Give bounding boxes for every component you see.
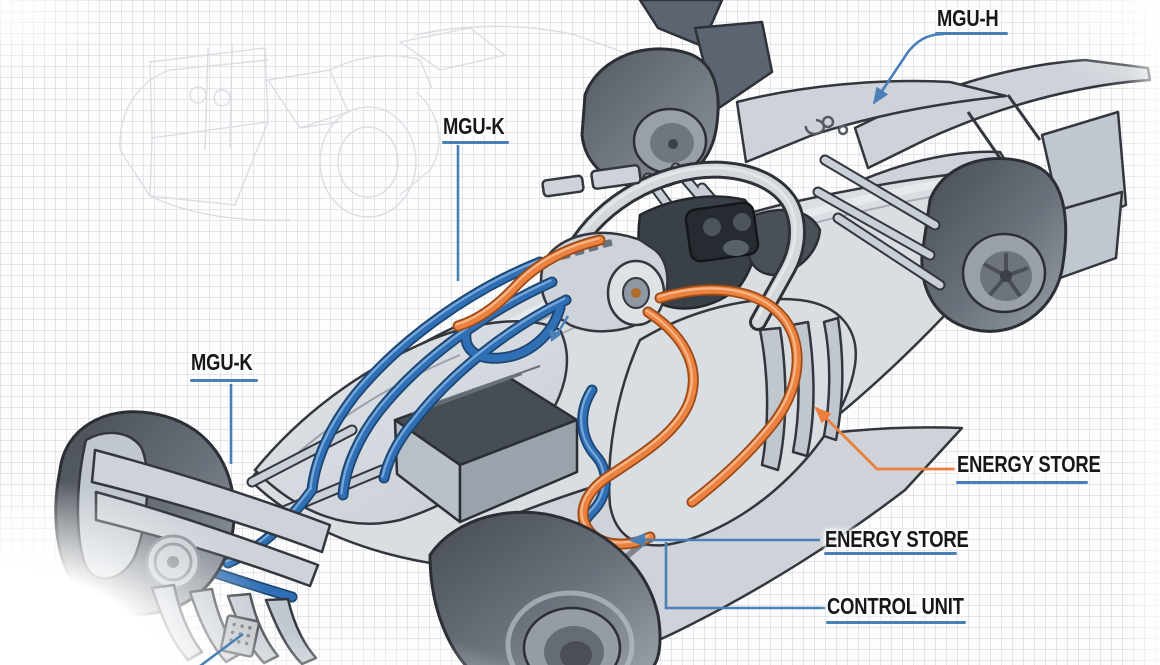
label-mgu-k-left: MGU-K	[191, 349, 253, 375]
leader-energy-store-right	[814, 406, 955, 471]
label-underline-energy-store-lower	[824, 552, 957, 555]
leader-cutoff-bottom	[199, 632, 244, 665]
label-underline-control-unit	[826, 621, 966, 624]
label-control-unit: CONTROL UNIT	[827, 593, 964, 619]
label-underline-mgu-h	[935, 32, 1008, 35]
label-underline-energy-store-right	[956, 481, 1088, 484]
label-energy-store-lower: ENERGY STORE	[825, 526, 969, 552]
leader-control-unit	[664, 542, 826, 610]
label-underline-mgu-k-left	[190, 379, 258, 382]
label-mgu-h: MGU-H	[937, 5, 999, 31]
label-mgu-k-top: MGU-K	[443, 113, 505, 139]
leader-mgu-h	[872, 32, 945, 105]
label-underline-mgu-k-top	[442, 141, 509, 144]
label-energy-store-right: ENERGY STORE	[957, 451, 1101, 477]
